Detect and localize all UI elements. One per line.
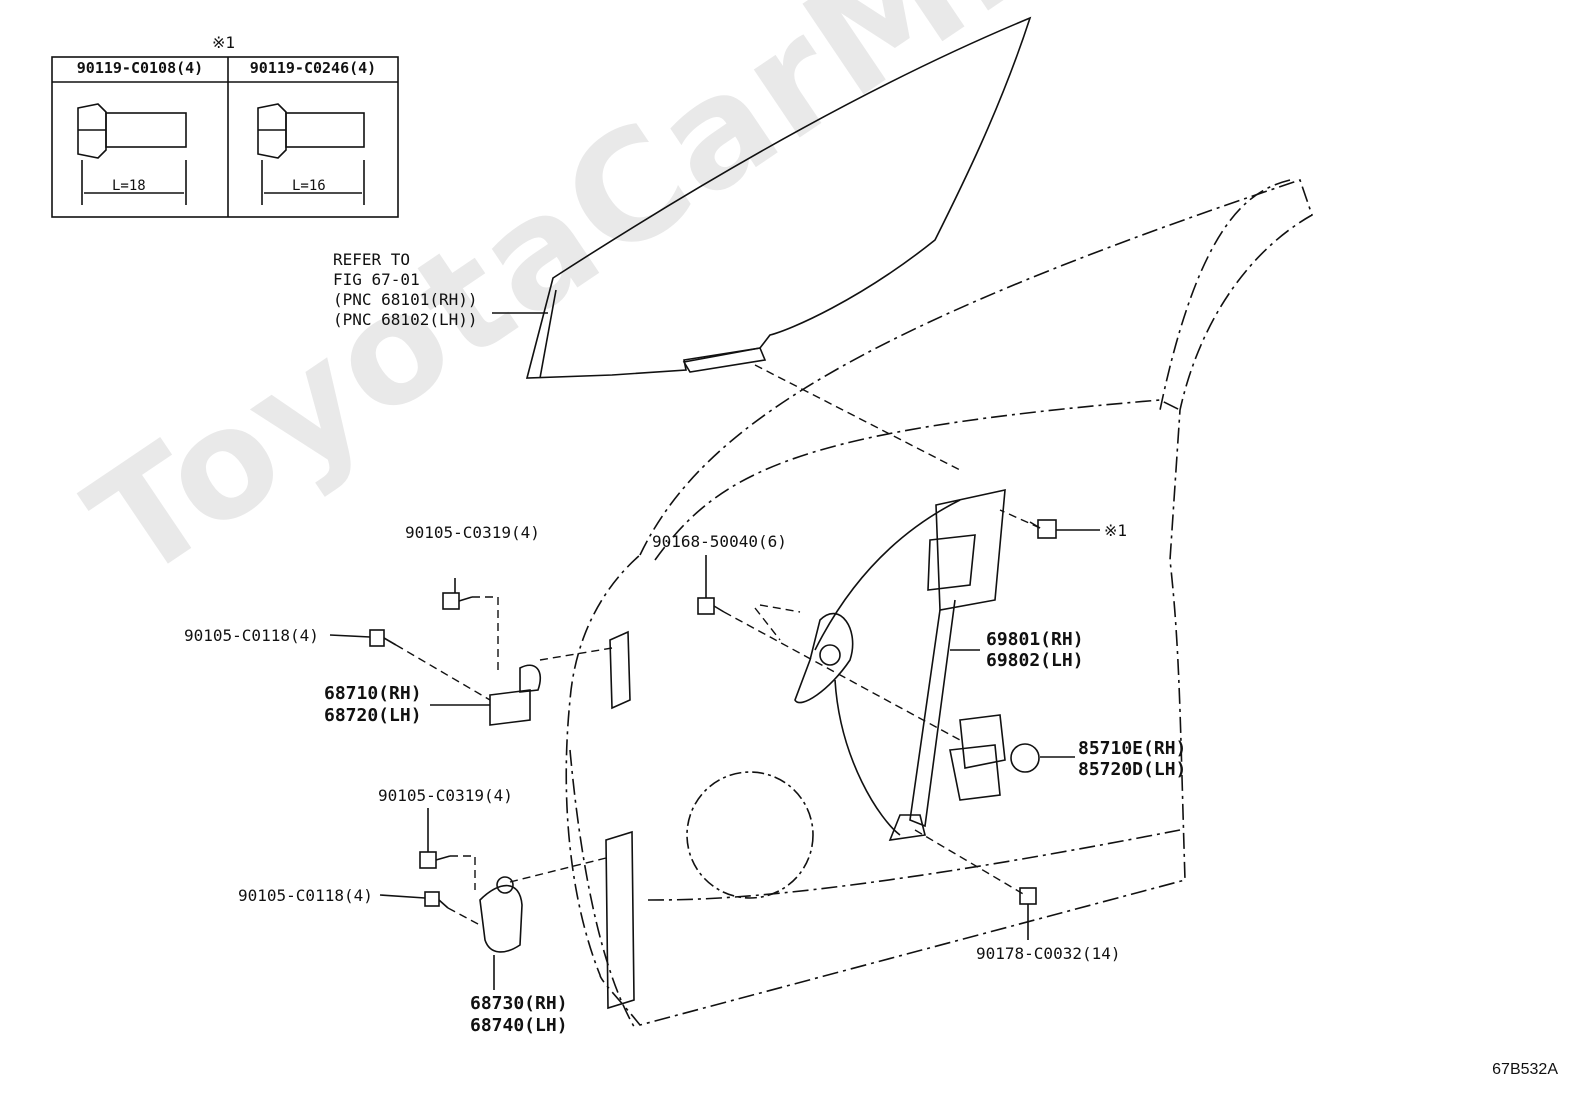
- callout-part-number: 85720D(LH): [1078, 759, 1187, 780]
- bolt-length: L=18: [112, 178, 146, 194]
- speaker-opening: [686, 771, 814, 899]
- bolt-icon: [697, 597, 725, 615]
- bolt-icon: [369, 629, 397, 647]
- nut-icon: [1019, 887, 1037, 905]
- upper-hinge: [489, 664, 542, 726]
- callout-part-number: 90105-C0319(4): [405, 523, 540, 542]
- glass-ref-line: FIG 67-01: [333, 270, 420, 289]
- callout-part-number: 90168-50040(6): [652, 532, 787, 551]
- bolt-icon: [424, 891, 449, 909]
- callout-part-number: 68710(RH): [324, 683, 422, 704]
- figure-code: 67B532A: [1492, 1061, 1558, 1078]
- bolt-part-number: 90119-C0108(4): [76, 59, 204, 77]
- bolt-icon: [419, 851, 451, 869]
- glass-ref-line: REFER TO: [333, 250, 411, 269]
- bolt-icon: [77, 103, 187, 205]
- callout-part-number: 90105-C0118(4): [184, 626, 319, 645]
- bolt-part-number: 90119-C0246(4): [249, 59, 377, 77]
- window-regulator: [794, 488, 1006, 841]
- glass-ref-line: (PNC 68102(LH)): [333, 310, 478, 329]
- callout-marker: ※1: [1104, 521, 1128, 540]
- callout-part-number: 90178-C0032(14): [976, 944, 1121, 963]
- glass-ref-line: (PNC 68101(RH)): [333, 290, 478, 309]
- bolt-icon: [1029, 519, 1057, 539]
- glass-channel: [682, 347, 767, 373]
- callout-part-number: 68740(LH): [470, 1015, 568, 1036]
- callout-part-number: 85710E(RH): [1078, 738, 1187, 759]
- callout-part-number: 69801(RH): [986, 629, 1084, 650]
- callout-part-number: 90105-C0319(4): [378, 786, 513, 805]
- bolt-length: L=16: [292, 178, 326, 194]
- lower-hinge: [479, 884, 523, 953]
- door-outline: [565, 178, 1313, 1026]
- regulator-motor: [949, 714, 1040, 801]
- door-glass: [525, 16, 1032, 379]
- table-marker: ※1: [212, 33, 236, 52]
- callout-part-number: 69802(LH): [986, 650, 1084, 671]
- upper-hinge-mount: [609, 630, 631, 710]
- callout-part-number: 90105-C0118(4): [238, 886, 373, 905]
- lower-hinge-mount: [605, 830, 635, 1010]
- bolt-table-frame: [51, 56, 399, 218]
- callout-part-number: 68730(RH): [470, 993, 568, 1014]
- bolt-icon: [257, 103, 365, 205]
- bolt-icon: [442, 592, 473, 610]
- callout-part-number: 68720(LH): [324, 705, 422, 726]
